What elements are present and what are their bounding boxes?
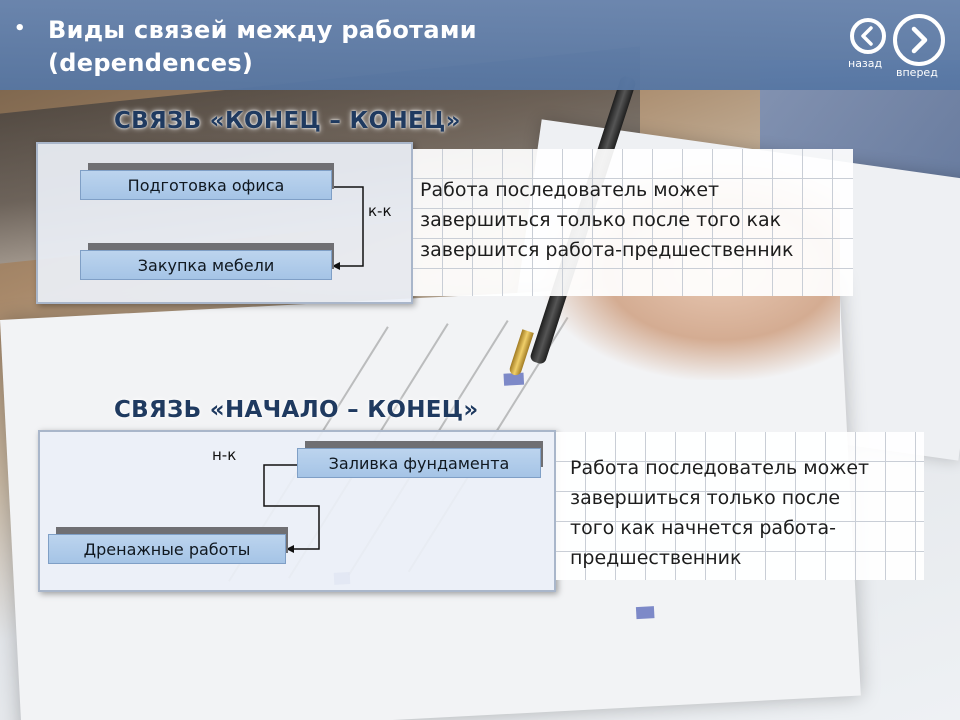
title-band <box>0 0 960 90</box>
description-line: предшественник <box>570 547 742 569</box>
description-text: Работа последователь может завершиться т… <box>570 453 869 573</box>
description-line: завершится работа-предшественник <box>420 239 794 261</box>
section-heading-finish-finish: СВЯЗЬ «КОНЕЦ – КОНЕЦ» <box>114 108 461 134</box>
description-text: Работа последователь может завершиться т… <box>420 175 793 265</box>
link-type-label: н-к <box>212 446 237 464</box>
arrowhead-icon <box>332 262 340 270</box>
dependency-connector <box>332 186 364 270</box>
description-line: завершиться только после <box>570 487 841 509</box>
description-line: Работа последователь может <box>570 457 870 479</box>
slide-title: Виды связей между работами (dependences) <box>48 14 608 80</box>
diagram-panel-finish-finish: Подготовка офиса Закупка мебели к-к <box>36 142 413 304</box>
forward-button-label[interactable]: вперед <box>896 66 938 79</box>
link-type-label: к-к <box>368 202 392 220</box>
description-line: Работа последователь может <box>420 179 720 201</box>
description-line: того как начнется работа- <box>570 517 836 539</box>
task-successor: Дренажные работы <box>48 527 288 564</box>
description-line: завершиться только после того как <box>420 209 782 231</box>
diagram-panel-start-finish: Заливка фундамента Дренажные работы н-к <box>38 430 556 592</box>
chevron-right-icon <box>911 26 928 54</box>
task-successor: Закупка мебели <box>80 243 334 280</box>
back-button[interactable] <box>850 18 886 54</box>
task-bar: Закупка мебели <box>80 250 332 280</box>
description-box-start-finish: Работа последователь может завершиться т… <box>556 432 924 580</box>
forward-button[interactable] <box>893 14 945 66</box>
section-heading-start-finish: СВЯЗЬ «НАЧАЛО – КОНЕЦ» <box>114 397 479 423</box>
chevron-left-icon <box>861 26 873 46</box>
background-gantt-bar <box>635 606 655 620</box>
dependency-connector <box>263 464 320 553</box>
task-predecessor: Заливка фундамента <box>297 441 543 478</box>
arrowhead-icon <box>286 545 294 553</box>
task-bar: Подготовка офиса <box>80 170 332 200</box>
task-predecessor: Подготовка офиса <box>80 163 334 200</box>
back-button-label[interactable]: назад <box>848 57 883 70</box>
description-box-finish-finish: Работа последователь может завершиться т… <box>413 149 853 296</box>
slide-title-line2: (dependences) <box>48 49 254 77</box>
task-bar: Дренажные работы <box>48 534 286 564</box>
title-bullet: • <box>14 18 26 39</box>
task-bar: Заливка фундамента <box>297 448 541 478</box>
slide-title-line1: Виды связей между работами <box>48 16 477 44</box>
